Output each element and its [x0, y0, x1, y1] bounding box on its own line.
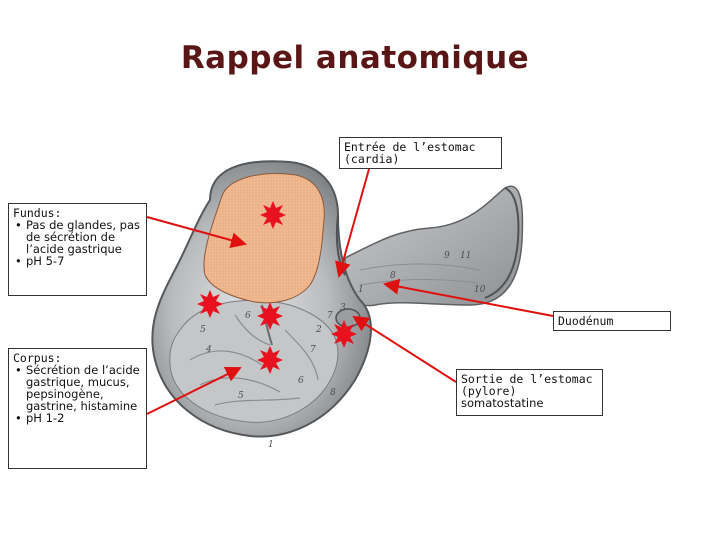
- figure-number: 6: [298, 376, 304, 386]
- figure-number: 1: [268, 440, 274, 450]
- figure-number: 4: [205, 345, 212, 355]
- figure-number: 10: [474, 285, 486, 295]
- figure-number: 7: [327, 311, 333, 321]
- label-duodenum: Duodénum: [553, 311, 671, 331]
- label-duodenum-text: Duodénum: [558, 315, 666, 327]
- label-corpus-item: Sécrétion de l’acide gastrique, mucus, p…: [13, 364, 142, 412]
- figure-number: 8: [330, 388, 336, 398]
- label-cardia: Entrée de l’estomac (cardia): [339, 137, 502, 169]
- figure-number: 11: [460, 251, 471, 261]
- label-fundus-item: pH 5-7: [13, 255, 142, 267]
- figure-number: 5: [200, 325, 206, 335]
- label-fundus: Fundus: Pas de glandes, pas de sécrétion…: [8, 203, 147, 296]
- label-pylore-heading: Sortie de l’estomac (pylore): [461, 373, 598, 397]
- label-pylore-sub: somatostatine: [461, 397, 598, 409]
- figure-number: 6: [245, 311, 251, 321]
- figure-number: 8: [390, 271, 396, 281]
- figure-number: 1: [358, 285, 364, 295]
- label-pylore: Sortie de l’estomac (pylore) somatostati…: [456, 369, 603, 416]
- label-corpus: Corpus: Sécrétion de l’acide gastrique, …: [8, 348, 147, 469]
- label-fundus-item: Pas de glandes, pas de sécrétion de l’ac…: [13, 219, 142, 255]
- figure-number: 5: [238, 391, 244, 401]
- label-fundus-list: Pas de glandes, pas de sécrétion de l’ac…: [13, 219, 142, 267]
- figure-number: 2: [315, 325, 322, 335]
- figure-number: 3: [340, 303, 346, 313]
- label-corpus-list: Sécrétion de l’acide gastrique, mucus, p…: [13, 364, 142, 424]
- figure-number: 7: [310, 345, 316, 355]
- figure-number: 9: [444, 251, 450, 261]
- label-corpus-item: pH 1-2: [13, 412, 142, 424]
- arrow-pylore: [354, 317, 456, 382]
- label-cardia-text: Entrée de l’estomac (cardia): [344, 141, 497, 165]
- duodenum-shape: [345, 186, 522, 305]
